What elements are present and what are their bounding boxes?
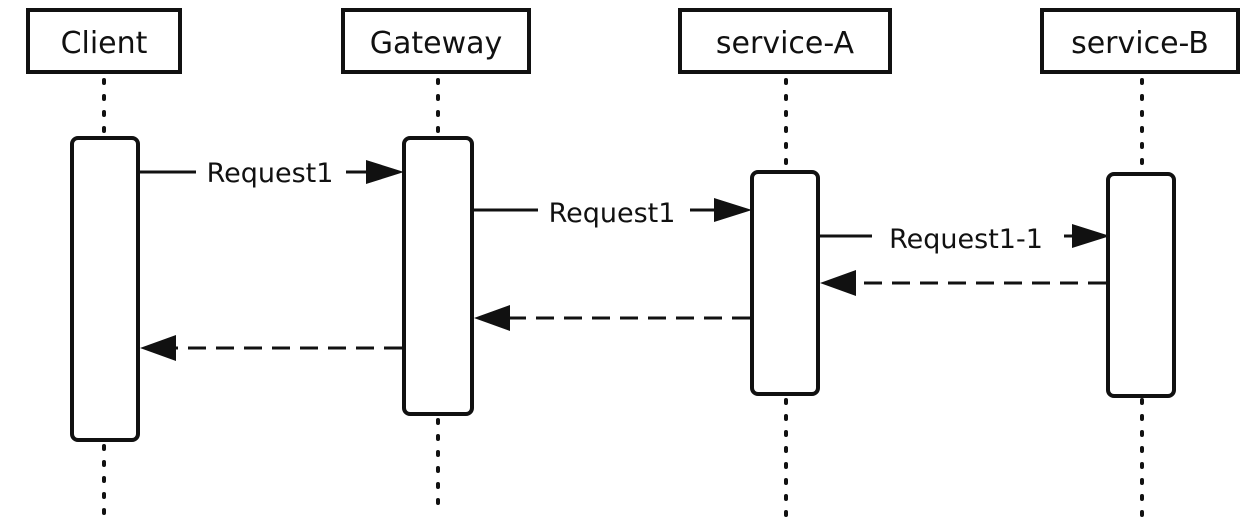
arrowhead-icon: [820, 270, 856, 296]
actor-label-gateway: Gateway: [370, 26, 503, 61]
arrowhead-icon: [474, 305, 510, 331]
arrowhead-icon: [366, 160, 404, 184]
message-client-to-gateway: Request1: [140, 152, 404, 190]
return-service-b-to-service-a: [820, 270, 1106, 296]
actor-label-client: Client: [61, 26, 148, 61]
arrowhead-icon: [714, 198, 752, 222]
message-label-1: Request1: [207, 158, 334, 189]
return-service-a-to-gateway: [474, 305, 750, 331]
activation-service-b: [1106, 172, 1176, 398]
activation-gateway: [402, 136, 474, 416]
arrowhead-icon: [1072, 224, 1110, 248]
actor-label-service-a: service-A: [716, 26, 855, 61]
activation-service-a: [750, 170, 820, 396]
actor-gateway: Gateway: [341, 8, 531, 74]
actor-client: Client: [26, 8, 182, 74]
message-label-2: Request1: [549, 198, 676, 229]
activation-client: [70, 136, 140, 442]
return-gateway-to-client: [140, 335, 402, 361]
message-label-3: Request1-1: [889, 224, 1043, 255]
message-service-a-to-service-b: Request1-1: [820, 218, 1110, 256]
actor-service-a: service-A: [678, 8, 892, 74]
actor-service-b: service-B: [1040, 8, 1240, 74]
arrowhead-icon: [140, 335, 176, 361]
message-gateway-to-service-a: Request1: [474, 192, 752, 230]
actor-label-service-b: service-B: [1071, 26, 1209, 61]
